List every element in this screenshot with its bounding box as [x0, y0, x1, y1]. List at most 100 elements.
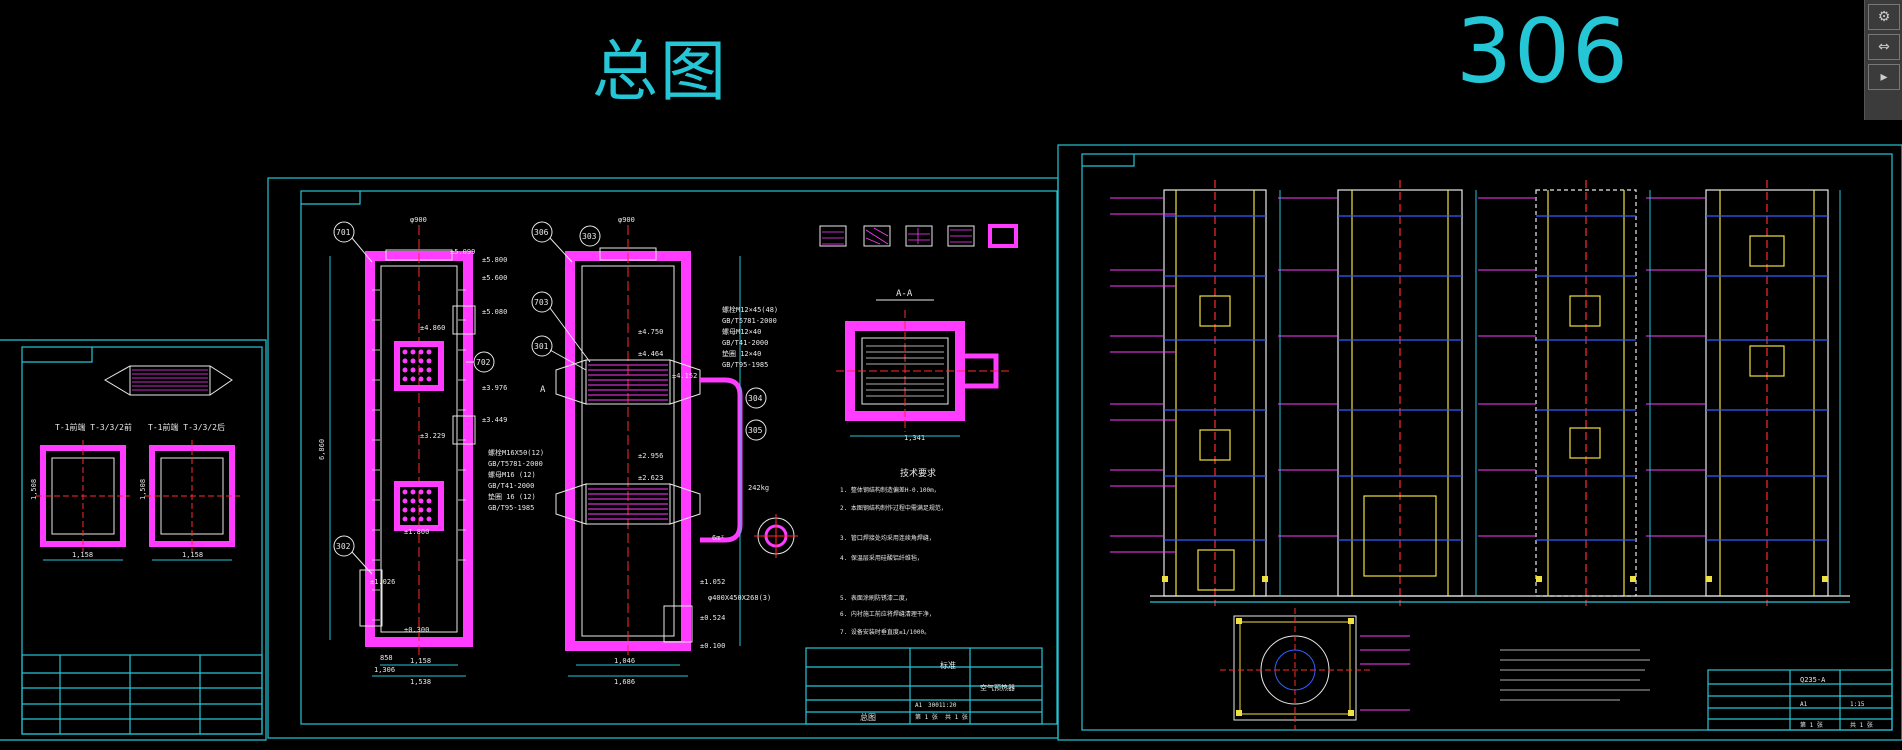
palette-play-button[interactable]: ▸: [1868, 64, 1900, 90]
mid-tb-6: 3001: [928, 702, 943, 709]
steel-frames: [1150, 180, 1850, 606]
parts-list-b: 螺栓M12×45(48) GB/T5781-2000 螺母M12×40 GB/T…: [722, 305, 778, 369]
tool-palette: ⚙ ⇔ ▸: [1864, 0, 1902, 120]
mid-dim-10: φ900: [618, 216, 635, 224]
balloon-301: 301: [534, 342, 549, 351]
mass-label: 242kg: [748, 484, 769, 492]
left-dim-2: 1,158: [182, 551, 203, 559]
right-tb-4: 共 1 张: [1850, 721, 1873, 729]
mid-dim-7: 858: [380, 654, 393, 662]
mid-dim-1: 1,158: [410, 657, 431, 665]
mid-dim-8: 1,306: [374, 666, 395, 674]
elev-10: ±0.300: [404, 626, 429, 634]
balloon-701: 701: [336, 228, 351, 237]
parts-b-2: GB/T5781-2000: [722, 317, 777, 325]
elev-11: ±4.750: [638, 328, 663, 336]
elev-7: ±3.229: [420, 432, 445, 440]
left-dim-1: 1,158: [72, 551, 93, 559]
elev-12: ±4.464: [638, 350, 663, 358]
mid-dim-2: 1,538: [410, 678, 431, 686]
parts-b-6: GB/T95-1985: [722, 361, 768, 369]
tech-notes: 1. 整体钢结构制造偏差H-0.100m， 2. 本图钢结构制作过程中需满足规范…: [840, 486, 947, 636]
mid-dim-3: 1,046: [614, 657, 635, 665]
frame-dim-lines: [1279, 190, 1841, 596]
elev-3: ±5.080: [482, 308, 507, 316]
left-dim-3: 1,508: [30, 479, 38, 500]
mid-dim-4: 1,686: [614, 678, 635, 686]
elev-6: ±3.449: [482, 416, 507, 424]
palette-settings-button[interactable]: ⚙: [1868, 4, 1900, 30]
tech-note-6: 6. 内衬施工前应将焊缝清理干净，: [840, 610, 935, 618]
elev-15: ±2.623: [638, 474, 663, 482]
elev-9: ±1.026: [370, 578, 395, 586]
parts-list-a: 螺栓M16X50(12) GB/T5781-2000 螺母M16 (12) GB…: [488, 448, 544, 512]
parts-a-4: GB/T41-2000: [488, 482, 534, 490]
elev-2: ±5.600: [482, 274, 507, 282]
balloons: [333, 221, 767, 575]
mid-tb-8: 共 1 张: [945, 713, 968, 721]
elev-1: ±5.800: [482, 256, 507, 264]
sheet-right: [1057, 144, 1902, 741]
parts-b-5: 垫圈 12×40: [722, 349, 761, 358]
column-2: [555, 225, 743, 677]
elev-4: ±4.860: [420, 324, 445, 332]
tech-title: 技术要求: [900, 467, 936, 479]
area-label: 6m²: [712, 534, 725, 542]
elev-18: ±0.100: [700, 642, 725, 650]
parts-a-5: 垫圈 16 (12): [488, 492, 536, 501]
balloon-305: 305: [748, 426, 763, 435]
section-marker: A: [540, 385, 546, 395]
mid-tb-2: 总图: [860, 712, 876, 722]
tech-note-5: 5. 表面涂刷防锈漆二度，: [840, 594, 911, 602]
mid-tb-7: 第 1 张: [915, 713, 938, 721]
left-view-label-1: T-1前端 T-3/3/2前: [55, 422, 132, 432]
tech-note-7: 7. 设备安装时垂直度≤1/1000。: [840, 628, 930, 636]
balloon-703: 703: [534, 298, 549, 307]
mid-tb-3: 空气预热器: [980, 683, 1015, 692]
parts-a-1: 螺栓M16X50(12): [488, 448, 544, 457]
mid-dim-9: φ900: [410, 216, 427, 224]
left-tube-hatch: [132, 369, 208, 391]
elev-17: ±0.524: [700, 614, 725, 622]
frame-leaders: [1110, 197, 1706, 553]
mid-tb-4: 1:20: [942, 702, 957, 709]
right-tb-1: 1:15: [1850, 701, 1865, 708]
elev-8: ±1.800: [404, 528, 429, 536]
mid-dim-5: 1,341: [904, 434, 925, 442]
hatch-legend-fill: [822, 227, 972, 245]
sheet-left: [0, 339, 267, 741]
elev-16: ±1.052: [700, 578, 725, 586]
elev-19: ±5.099: [450, 248, 475, 256]
tech-note-3: 3. 管口焊接处均采用连续角焊缝，: [840, 534, 935, 542]
balloon-306: 306: [534, 228, 549, 237]
balloon-303: 303: [582, 232, 597, 241]
palette-pan-button[interactable]: ⇔: [1868, 34, 1900, 60]
right-tb-3: 第 1 张: [1800, 721, 1823, 729]
left-view-label-2: T-1前端 T-3/3/2后: [148, 422, 225, 432]
mid-tb-5: A1: [915, 702, 923, 709]
column-1-tube-dots: [402, 349, 432, 522]
base-detail: [1220, 608, 1410, 730]
section-aa-label: A-A: [896, 289, 913, 299]
middle-dims: 6,860 1,158 1,538 1,046 1,686 1,341 φ400…: [318, 216, 925, 686]
mid-tb-1: 标准: [940, 660, 956, 670]
parts-a-6: GB/T95-1985: [488, 504, 534, 512]
detail-circle: [754, 514, 798, 558]
column-1: [329, 225, 476, 677]
left-square-views: [36, 440, 240, 561]
tech-note-2: 2. 本图钢结构制作过程中需满足规范，: [840, 504, 947, 512]
drawing-title: 总图: [592, 33, 728, 110]
tech-note-1: 1. 整体钢结构制造偏差H-0.100m，: [840, 486, 940, 494]
parts-a-3: 螺母M16 (12): [488, 470, 536, 479]
balloon-302: 302: [336, 542, 351, 551]
balloon-702: 702: [476, 358, 491, 367]
mid-dim-height: 6,860: [318, 439, 326, 460]
parts-a-2: GB/T5781-2000: [488, 460, 543, 468]
section-aa-tubes: [866, 345, 944, 397]
left-tube-bundle: [104, 365, 233, 396]
right-tb-2: A1: [1800, 701, 1808, 708]
parts-b-3: 螺母M12×40: [722, 327, 761, 336]
parts-b-1: 螺栓M12×45(48): [722, 305, 778, 314]
